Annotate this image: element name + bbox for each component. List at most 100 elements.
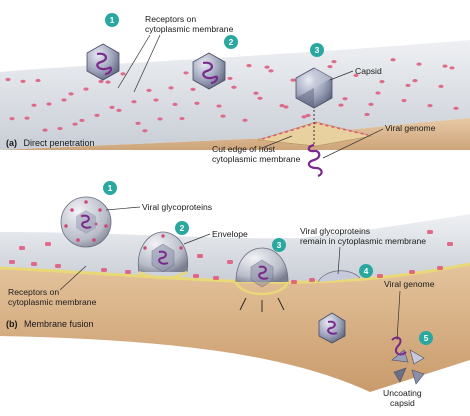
receptor-dot: [290, 78, 296, 82]
receptor-dot: [131, 100, 137, 104]
panel-b-membrane-surface: [0, 214, 470, 283]
panel-a-cytoplasm: [0, 118, 470, 150]
receptor-dot: [120, 72, 126, 76]
panel-b-envelope-remnant: [317, 270, 361, 283]
panel-b-virus-2: [137, 231, 189, 280]
receptor-dot: [31, 103, 37, 107]
label-viral-genome-a: Viral genome: [385, 123, 436, 133]
label-uncoating-line1: Uncoating: [383, 388, 422, 398]
leader-viral-glycoproteins: [105, 206, 141, 211]
label-receptors-a-line2: cytoplasmic membrane: [145, 24, 234, 34]
receptor-dot: [377, 274, 383, 278]
label-viral-genome-b: Viral genome: [384, 279, 435, 289]
receptor-dot: [24, 116, 30, 120]
svg-text:1: 1: [110, 15, 115, 25]
receptor-dot: [331, 60, 337, 64]
label-receptors-a-line1: Receptors on: [145, 14, 196, 24]
panel-a-step-1-badge: 1: [105, 13, 119, 27]
receptor-dot: [227, 76, 233, 81]
caption-panel-a: (a) Direct penetration: [6, 138, 95, 148]
receptor-dot: [342, 97, 348, 101]
leader-remain: [337, 246, 341, 275]
panel-b-step-5-badge: 5: [419, 331, 433, 345]
label-remain-line2: remain in cytoplasmic membrane: [300, 236, 426, 246]
receptor-dot: [412, 79, 418, 83]
viral-genome-coil: [258, 265, 269, 280]
leader-receptors-b: [59, 265, 87, 291]
svg-text:1: 1: [108, 183, 113, 193]
receptor-dot: [246, 63, 252, 68]
receptor-dot: [390, 58, 396, 62]
panel-a-receptor-row: [261, 122, 369, 140]
caption-panel-b: (b) Membrane fusion: [6, 319, 94, 329]
panel-b-step-1-badge: 1: [103, 181, 117, 195]
receptor-dot: [283, 105, 289, 109]
receptor-dot: [427, 230, 433, 234]
panel-a-virus-3-capsid: [295, 67, 333, 109]
receptor-dot: [279, 104, 285, 108]
label-uncoating-line2: capsid: [390, 398, 415, 408]
receptor-dot: [109, 105, 115, 110]
receptor-dot: [94, 113, 100, 117]
receptor-dot: [427, 104, 433, 108]
receptor-dot: [61, 98, 67, 102]
receptor-dot: [327, 65, 333, 69]
receptor-dot: [157, 117, 163, 121]
receptor-dot: [453, 106, 459, 110]
svg-text:2: 2: [229, 37, 234, 47]
receptor-dot: [449, 66, 455, 70]
panel-b-virus-4-capsid: [318, 312, 346, 344]
leader-envelope: [183, 233, 211, 245]
receptor-dot: [72, 122, 78, 126]
viral-genome-coil: [202, 61, 219, 85]
receptor-dot: [125, 270, 131, 274]
receptor-dot: [68, 92, 74, 96]
receptor-dot: [57, 126, 63, 131]
receptor-dot: [216, 104, 222, 108]
receptor-dot: [9, 260, 15, 264]
panel-b-step-4-badge: 4: [359, 264, 373, 278]
receptor-dot: [220, 114, 226, 118]
leader-cut-edge: [261, 135, 293, 149]
label-remain-line1: Viral glycoproteins: [300, 226, 370, 236]
receptor-dot: [45, 242, 51, 246]
receptor-dot: [197, 254, 203, 258]
panel-a-released-genome: [307, 143, 323, 178]
receptor-dot: [31, 262, 37, 266]
receptor-dot: [116, 108, 122, 112]
receptor-dot: [172, 102, 178, 106]
receptor-dot: [401, 98, 407, 103]
receptor-dot: [305, 113, 311, 118]
receptor-dot: [227, 260, 233, 264]
label-receptors-b-line2: cytoplasmic membrane: [8, 297, 97, 307]
leader-receptors-a-2: [133, 34, 161, 93]
label-cut-edge-line1: Cut edge of host: [212, 144, 276, 154]
receptor-dot: [409, 270, 415, 274]
receptor-dot: [368, 102, 374, 106]
receptor-dot: [79, 118, 85, 123]
panel-b-virus-1: [60, 196, 112, 248]
receptor-dot: [416, 62, 422, 66]
receptor-dot: [379, 79, 385, 84]
receptor-dot: [442, 64, 448, 68]
receptor-dot: [153, 98, 159, 102]
receptor-dot: [190, 87, 196, 91]
svg-text:4: 4: [364, 266, 369, 276]
receptor-dot: [105, 80, 111, 84]
receptor-dot: [437, 266, 443, 270]
panel-a-virus-2: [192, 52, 226, 90]
viral-genome-coil: [158, 250, 169, 265]
receptor-dot: [46, 102, 52, 106]
receptor-dot: [291, 280, 297, 284]
label-envelope: Envelope: [212, 229, 248, 239]
panel-b-cytoplasm: [0, 264, 470, 392]
svg-text:5: 5: [424, 333, 429, 343]
receptor-dot: [268, 69, 274, 73]
receptor-dot: [101, 268, 107, 272]
viral-genome-coil: [96, 52, 113, 76]
receptor-dot: [20, 79, 26, 83]
receptor-dot: [55, 264, 61, 268]
label-viral-glycoproteins: Viral glycoproteins: [142, 202, 212, 212]
svg-text:3: 3: [315, 45, 320, 55]
